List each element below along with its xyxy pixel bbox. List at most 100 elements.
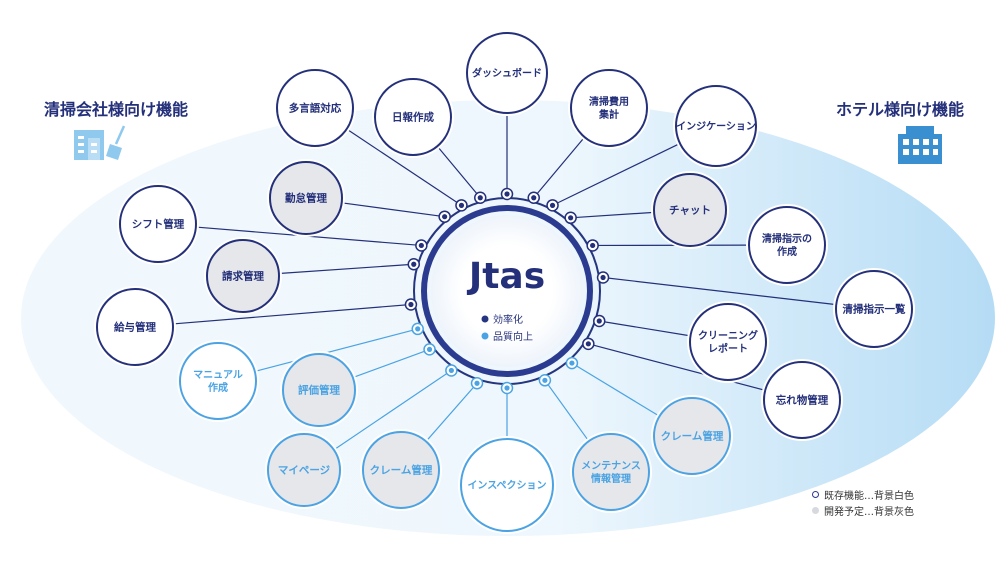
feature-node-circle	[362, 431, 440, 509]
feature-node-circle	[460, 438, 554, 532]
feature-node-circle	[835, 270, 913, 348]
hub-dot-core-daily-report	[477, 195, 483, 201]
feature-label: チャット	[669, 205, 711, 217]
status-legend: 既存機能…背景白色 開発予定…背景灰色	[812, 486, 914, 518]
feature-node-attendance[interactable]: 勤怠管理	[267, 159, 345, 237]
feature-label: 給与管理	[114, 321, 156, 334]
feature-node-inspection-navy[interactable]: インジケーション	[673, 83, 759, 169]
feature-node-cleaning-cost[interactable]: 清掃費用集計	[568, 67, 650, 149]
connector-claim-left	[425, 382, 478, 442]
feature-label: 日報作成	[392, 111, 434, 124]
feature-node-chat[interactable]: チャット	[651, 171, 729, 249]
center-hub: Jtas 効率化 品質向上	[413, 197, 601, 385]
connector-lost-items	[588, 343, 766, 391]
hub-dot-core-inspection	[504, 385, 510, 391]
feature-node-circle	[763, 361, 841, 439]
existing-dot-icon	[812, 490, 819, 498]
legend-existing: 既存機能…背景白色	[812, 486, 914, 502]
connector-attendance	[341, 202, 445, 218]
feature-node-claim-left[interactable]: クレーム管理	[360, 429, 442, 511]
connector-maintenance	[544, 379, 590, 442]
hub-inner-ring	[421, 205, 593, 377]
hub-dot-core-manual	[415, 326, 421, 332]
hub-connection-dots	[404, 187, 610, 395]
feature-node-circle	[572, 433, 650, 511]
feature-label: 勤怠管理	[285, 192, 327, 205]
feature-node-evaluation[interactable]: 評価管理	[280, 351, 358, 429]
legend-existing-label: 既存機能…背景白色	[824, 490, 914, 502]
hub-dot-core-billing	[411, 261, 417, 267]
connector-cleaning-report	[599, 320, 691, 337]
legend-planned: 開発予定…背景灰色	[812, 502, 914, 518]
feature-node-circle	[748, 206, 826, 284]
hotel-building-icon	[898, 126, 942, 164]
feature-label: 評価管理	[298, 384, 340, 397]
feature-label: マイページ	[278, 465, 331, 477]
legend-dot-quality	[481, 332, 489, 340]
hub-dot-core-cleaning-cost	[531, 195, 537, 201]
feature-node-circle	[179, 342, 257, 420]
hub-dot-core-instruction-list	[600, 274, 606, 281]
feature-node-circle	[570, 69, 648, 147]
feature-node-maintenance[interactable]: メンテナンス情報管理	[570, 431, 652, 513]
feature-node-claim-right[interactable]: クレーム管理	[651, 395, 733, 477]
feature-node-cleaning-report[interactable]: クリーニングレポート	[687, 301, 769, 383]
connector-inspection-navy	[552, 142, 681, 206]
left-group-title: 清掃会社様向け機能	[44, 100, 189, 119]
hub-dot-core-shift	[418, 242, 424, 249]
feature-node-circle	[374, 78, 452, 156]
feature-node-payroll[interactable]: 給与管理	[94, 286, 176, 368]
connector-instruction-list	[602, 276, 837, 306]
feature-node-circle	[675, 85, 757, 167]
feature-label: シフト管理	[132, 218, 185, 231]
hub-dot-core-inspection-navy	[549, 202, 556, 208]
feature-node-shift[interactable]: シフト管理	[117, 183, 199, 265]
feature-label: クレーム管理	[661, 430, 724, 443]
feature-node-mypage[interactable]: マイページ	[265, 431, 343, 509]
feature-node-circle	[267, 433, 341, 507]
hub-dot-core-maintenance	[542, 377, 548, 383]
hub-dot-core-chat	[568, 215, 574, 221]
connector-multilang	[346, 128, 462, 206]
feature-label: インジケーション	[676, 121, 756, 133]
connector-evaluation	[352, 348, 430, 379]
feature-node-circle	[653, 397, 731, 475]
legend-planned-label: 開発予定…背景灰色	[824, 506, 914, 518]
feature-node-manual[interactable]: マニュアル作成	[177, 340, 259, 422]
feature-node-multilang[interactable]: 多言語対応	[274, 67, 356, 149]
feature-node-cleaning-instruction[interactable]: 清掃指示の作成	[746, 204, 828, 286]
feature-label: ダッシュボード	[472, 67, 542, 80]
feature-node-circle	[206, 239, 280, 313]
feature-node-circle	[653, 173, 727, 247]
connector-daily-report	[436, 145, 481, 199]
feature-node-billing[interactable]: 請求管理	[204, 237, 282, 315]
feature-label: 清掃指示一覧	[843, 303, 906, 316]
feature-node-instruction-list[interactable]: 清掃指示一覧	[833, 268, 915, 350]
feature-label: メンテナンス情報管理	[581, 460, 641, 485]
feature-label: 忘れ物管理	[776, 394, 829, 407]
feature-label: 清掃指示の作成	[762, 232, 812, 258]
feature-label: 多言語対応	[289, 102, 342, 115]
legend-quality-label: 品質向上	[493, 330, 533, 343]
hub-dot-core-attendance	[442, 214, 448, 220]
feature-label: インスペクション	[467, 480, 546, 492]
legend-dot-efficiency	[481, 315, 489, 323]
feature-node-dashboard[interactable]: ダッシュボード	[464, 30, 550, 116]
feature-node-circle	[276, 69, 354, 147]
feature-node-inspection[interactable]: インスペクション	[458, 436, 556, 534]
connector-cleaning-cost	[533, 136, 586, 199]
feature-node-daily-report[interactable]: 日報作成	[372, 76, 454, 158]
hub-dot-core-multilang	[458, 202, 465, 208]
connector-manual	[254, 328, 418, 372]
connector-payroll	[172, 303, 411, 325]
hub-dot-core-dashboard	[504, 191, 510, 197]
connector-mypage	[333, 369, 452, 451]
connector-claim-right	[571, 362, 660, 417]
connector-chat	[570, 211, 655, 219]
feature-node-lost-items[interactable]: 忘れ物管理	[761, 359, 843, 441]
feature-node-circle	[282, 353, 356, 427]
hub-dot-core-cleaning-report	[596, 318, 602, 324]
feature-label: マニュアル作成	[193, 369, 243, 394]
